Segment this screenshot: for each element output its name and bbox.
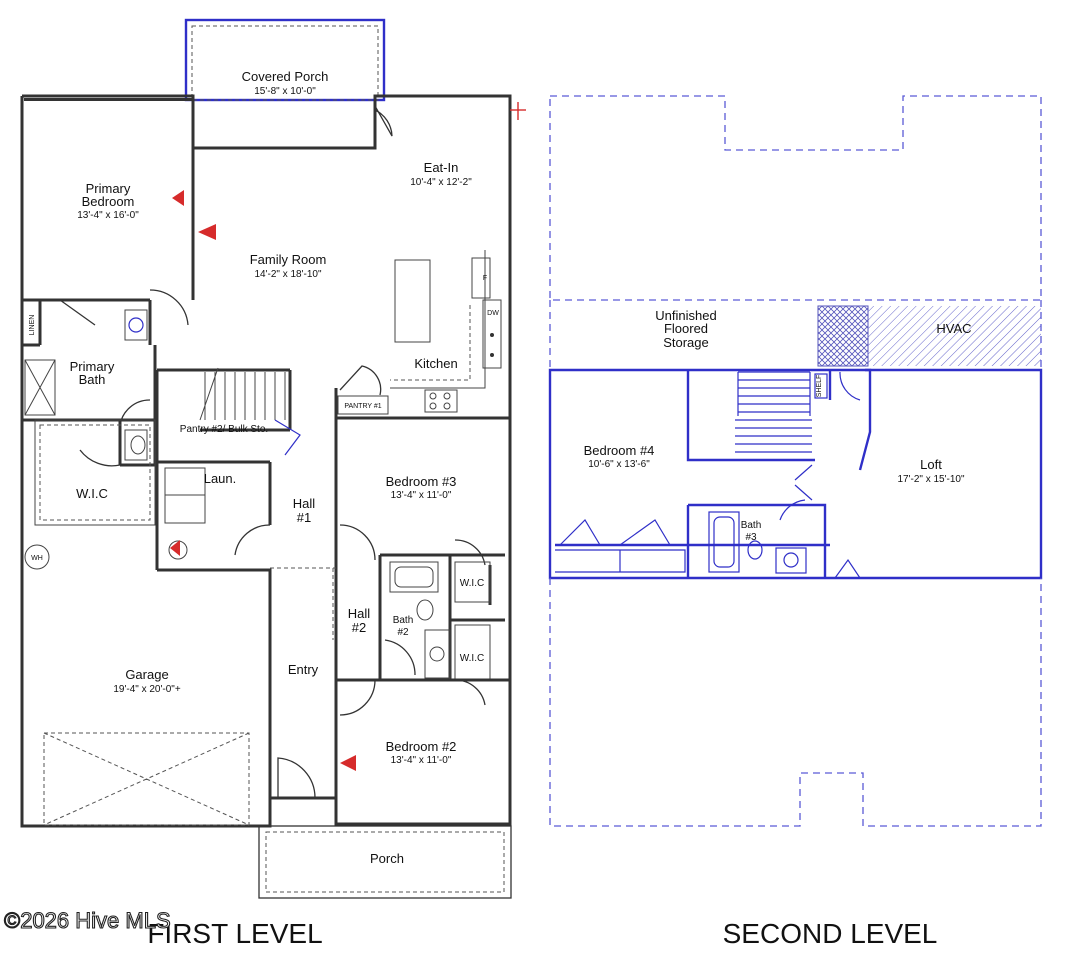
second-level-title: SECOND LEVEL <box>723 918 938 949</box>
bath2-label-2: #2 <box>397 627 409 638</box>
dishwasher-label: DW <box>487 310 499 317</box>
first-level-plan <box>20 18 526 899</box>
hall2-label: Hall <box>348 606 371 621</box>
storage-label-2: Floored <box>664 321 708 336</box>
primary-bedroom-label: Primary <box>86 181 131 196</box>
second-level-plan <box>548 95 1043 827</box>
garage-dim: 19'-4" x 20'-0"+ <box>113 684 181 695</box>
pantry1-label: PANTRY #1 <box>344 403 381 410</box>
bath3-label: Bath <box>741 520 762 531</box>
linen-label: LINEN <box>29 315 36 336</box>
wic-bedroom3-label: W.I.C <box>460 578 484 589</box>
storage-label-3: Storage <box>663 335 709 350</box>
water-heater <box>24 544 50 570</box>
eat-in-label: Eat-In <box>424 160 459 175</box>
storage-label: Unfinished <box>655 308 716 323</box>
pantry2-label: Pantry #2/ Bulk Sto. <box>180 424 268 435</box>
bedroom2-dim: 13'-4" x 11'-0" <box>391 755 452 766</box>
bedroom3-dim: 13'-4" x 11'-0" <box>391 490 452 501</box>
bath2-label: Bath <box>393 615 414 626</box>
garage-label: Garage <box>125 667 168 682</box>
bedroom3-label: Bedroom #3 <box>386 474 457 489</box>
stairs-first <box>199 367 286 421</box>
primary-bedroom-label-2: Bedroom <box>82 194 135 209</box>
hvac-label: HVAC <box>936 321 971 336</box>
kitchen-label: Kitchen <box>414 356 457 371</box>
covered-porch-label: Covered Porch <box>242 69 329 84</box>
porch-label: Porch <box>370 851 404 866</box>
bedroom4-label: Bedroom #4 <box>584 443 655 458</box>
bedroom2-label: Bedroom #2 <box>386 739 457 754</box>
kitchen-island <box>394 259 431 343</box>
fridge-label: F <box>483 275 487 282</box>
first-level-title: FIRST LEVEL <box>147 918 322 949</box>
family-room-label: Family Room <box>250 252 327 267</box>
water-heater-label: WH <box>31 555 43 562</box>
loft-label: Loft <box>920 457 942 472</box>
shelf-label: SHELF <box>816 375 823 398</box>
wic-bedroom2-label: W.I.C <box>460 653 484 664</box>
laundry-label: Laun. <box>204 471 237 486</box>
bath3-label-2: #3 <box>745 532 757 543</box>
hall1-label: Hall <box>293 496 316 511</box>
hall2-label-2: #2 <box>352 620 366 635</box>
primary-bath-label-2: Bath <box>79 372 106 387</box>
stairs-second <box>735 371 812 453</box>
exterior-wall <box>20 94 512 828</box>
family-room-dim: 14'-2" x 18'-10" <box>254 269 322 280</box>
bedroom4-dim: 10'-6" x 13'-6" <box>588 459 650 470</box>
entry-label: Entry <box>288 662 319 677</box>
watermark: ©2026 Hive MLS <box>4 908 171 933</box>
hall1-label-2: #1 <box>297 510 311 525</box>
eat-in-dim: 10'-4" x 12'-2" <box>410 177 472 188</box>
covered-porch-dim: 15'-8" x 10'-0" <box>254 86 316 97</box>
wic-primary-label: W.I.C <box>76 486 108 501</box>
primary-bedroom-dim: 13'-4" x 16'-0" <box>77 210 139 221</box>
loft-dim: 17'-2" x 15'-10" <box>897 474 965 485</box>
primary-bath-label: Primary <box>70 359 115 374</box>
